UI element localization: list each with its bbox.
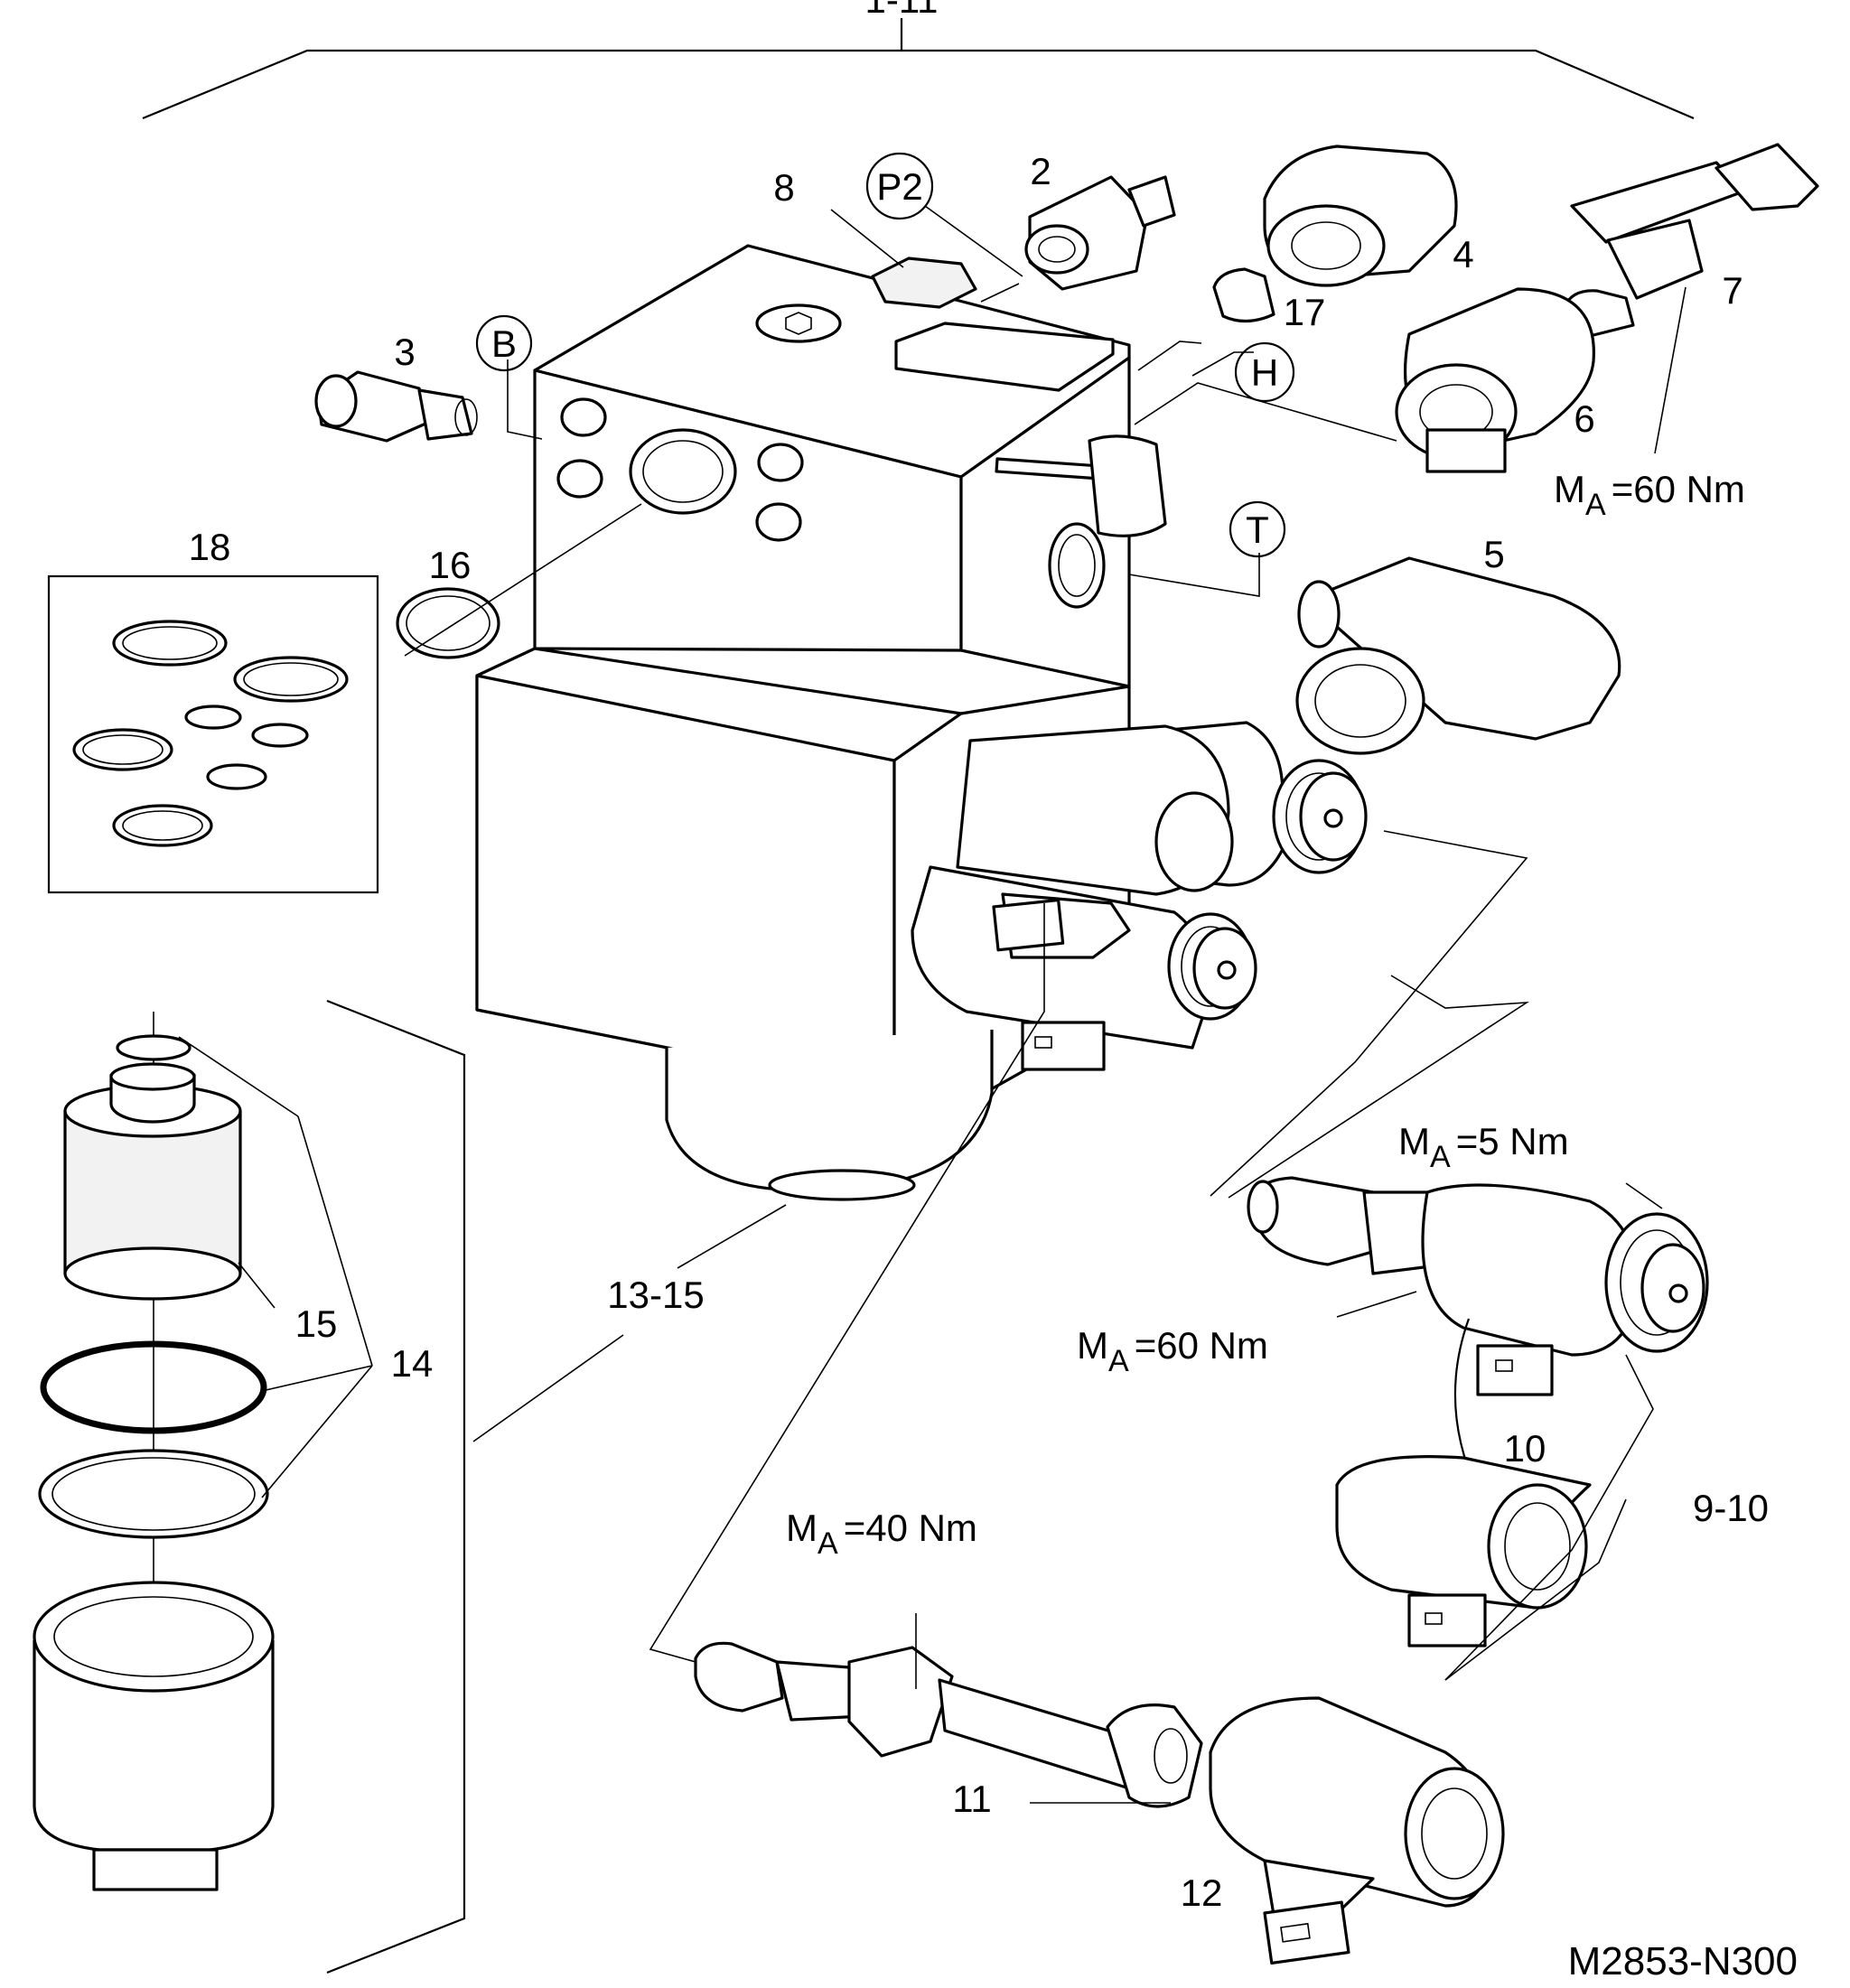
callout-7: 7 bbox=[1722, 269, 1743, 312]
torque-labels: MA=60 Nm MA=5 Nm MA=60 Nm MA=40 Nm bbox=[786, 468, 1745, 1561]
callout-3: 3 bbox=[394, 331, 415, 373]
group-bracket-1-11 bbox=[142, 18, 1695, 120]
callout-15: 15 bbox=[295, 1302, 338, 1345]
port-h: H bbox=[1251, 351, 1278, 394]
o-ring-16 bbox=[396, 587, 500, 659]
torque-label-coil: MA=5 Nm bbox=[1398, 1120, 1569, 1174]
callout-5: 5 bbox=[1483, 533, 1504, 575]
leader-lines bbox=[178, 205, 1686, 1804]
fitting-5 bbox=[1295, 556, 1621, 755]
callout-18: 18 bbox=[189, 526, 231, 568]
callout-10: 10 bbox=[1504, 1427, 1546, 1470]
callout-1-11: 1-11 bbox=[865, 0, 939, 21]
port-b: B bbox=[491, 322, 517, 365]
callout-17: 17 bbox=[1284, 291, 1326, 333]
seal-kit-18 bbox=[47, 574, 379, 894]
callout-4: 4 bbox=[1453, 233, 1473, 275]
callout-11: 11 bbox=[952, 1778, 992, 1820]
callout-2: 2 bbox=[1030, 150, 1051, 192]
coil-6 bbox=[1395, 287, 1595, 473]
solenoid-valve-9-10 bbox=[1247, 1176, 1709, 1517]
coil-10 bbox=[1335, 1455, 1592, 1647]
fitting-3 bbox=[314, 370, 478, 443]
port-p2: P2 bbox=[876, 165, 922, 208]
drawing-code: M2853-N300 bbox=[1568, 1939, 1798, 1983]
callout-16: 16 bbox=[429, 544, 472, 586]
callout-8: 8 bbox=[773, 166, 794, 209]
callout-9-10: 9-10 bbox=[1693, 1487, 1769, 1529]
callout-12: 12 bbox=[1181, 1871, 1223, 1914]
block-solenoid-lower bbox=[911, 865, 1257, 1071]
fitting-2 bbox=[1024, 175, 1176, 291]
callout-13-15: 13-15 bbox=[607, 1274, 704, 1316]
filter-assembly bbox=[33, 999, 466, 1974]
torque-label-11: MA=40 Nm bbox=[786, 1507, 977, 1561]
fitting-4 bbox=[1263, 145, 1458, 287]
callout-6: 6 bbox=[1574, 397, 1594, 440]
callout-14: 14 bbox=[391, 1342, 434, 1385]
port-t: T bbox=[1246, 509, 1269, 551]
coil-12 bbox=[1209, 1696, 1505, 1965]
plug-17 bbox=[1212, 267, 1275, 323]
cartridge-11 bbox=[694, 1641, 1203, 1808]
cartridge-7 bbox=[1563, 143, 1819, 338]
port-markers: P2 B H T bbox=[475, 152, 1295, 558]
torque-label-valve: MA=60 Nm bbox=[1077, 1324, 1268, 1378]
torque-label-7: MA=60 Nm bbox=[1554, 468, 1745, 522]
block-solenoid-upper bbox=[956, 721, 1368, 896]
callout-labels: 1-11 2 3 4 5 6 7 8 9-10 10 11 12 13-15 1… bbox=[189, 0, 1769, 1914]
